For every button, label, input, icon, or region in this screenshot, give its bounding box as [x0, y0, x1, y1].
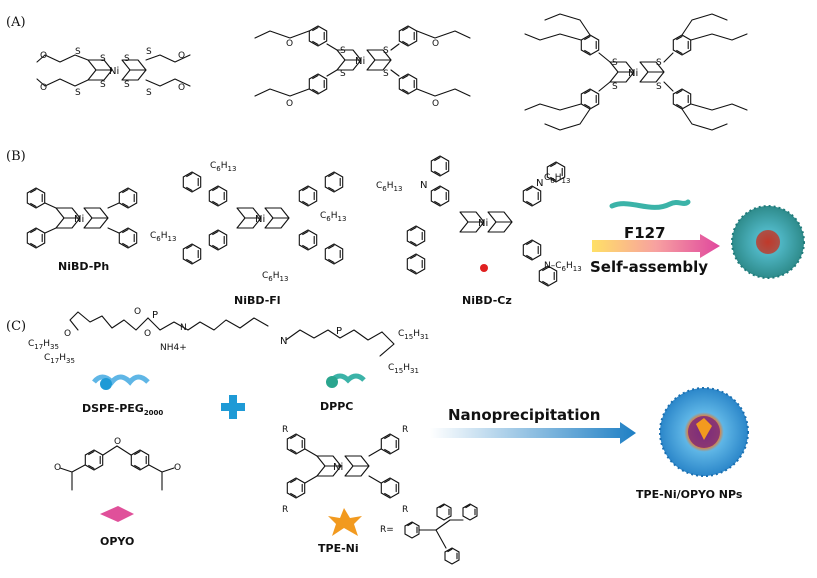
tpe-ni-opyo-nps: TPE-Ni/OPYO NPs: [636, 387, 749, 501]
nanoprecipitation-arrow: [430, 422, 636, 444]
tpe-ni-name: TPE-Ni: [318, 542, 359, 555]
atom-s: S: [75, 47, 81, 57]
atom-o: O: [174, 463, 181, 473]
compound-name-nibd-cz: NiBD-Cz: [462, 294, 512, 307]
self-assembly-arrow: [592, 234, 720, 258]
atom-ni: Ni: [109, 66, 119, 77]
atom-ni: Ni: [628, 68, 638, 79]
dspe-name: DSPE-PEG2000: [82, 402, 163, 417]
atom-s: S: [340, 46, 346, 56]
atom-ni: Ni: [74, 214, 84, 225]
atom-ni: Ni: [355, 56, 365, 67]
r-group-label: R: [282, 505, 288, 515]
dppc-icon: [330, 373, 366, 384]
atom-o: O: [144, 329, 151, 339]
f127-polymer-icon: [609, 199, 691, 210]
panel-b-label: (B): [6, 149, 26, 164]
atom-o: O: [432, 99, 439, 109]
compound-a3: Ni S S S S: [524, 13, 748, 131]
hexyl-label: C6H13: [262, 271, 288, 283]
compound-nibd-ph: Ni NiBD-Ph: [26, 187, 138, 273]
nanoprecipitation-label: Nanoprecipitation: [448, 406, 600, 424]
atom-n-plus: N: [280, 336, 287, 347]
compound-nibd-fl: Ni C6H13 C6H13 C6H13 C6H13 NiBD-Fl: [150, 161, 346, 307]
phosphorus-atom: P: [152, 310, 158, 321]
atom-n: N: [420, 180, 427, 191]
hexyl-label: C6H13: [150, 231, 176, 243]
atom-s: S: [146, 47, 152, 57]
compound-a1: Ni S S S S S S S S O O O O: [36, 47, 191, 98]
atom-s: S: [124, 80, 130, 90]
atom-s: S: [100, 54, 106, 64]
compound-tpe-ni: Ni R R R R TPE-Ni R=: [282, 425, 478, 565]
atom-o: O: [178, 51, 185, 61]
atom-n: N: [180, 323, 187, 333]
nps-name: TPE-Ni/OPYO NPs: [636, 488, 743, 501]
atom-o: O: [40, 83, 47, 93]
compound-nibd-cz: Ni N N C6H13 C6H13 N–C6H13 NiBD-Cz: [376, 155, 582, 307]
atom-o: O: [178, 83, 185, 93]
phosphorus-atom: P: [336, 326, 342, 337]
nh4-label: NH4+: [160, 343, 187, 353]
compound-dppc: N P C15H31 C15H31 DPPC: [280, 326, 429, 413]
self-assembly-process: F127 Self-assembly: [590, 199, 805, 279]
atom-o: O: [40, 51, 47, 61]
atom-s: S: [383, 69, 389, 79]
hexyl-label: C6H13: [210, 161, 236, 173]
dppc-name: DPPC: [320, 400, 353, 413]
atom-o: O: [64, 329, 71, 339]
atom-s: S: [124, 54, 130, 64]
atom-s: S: [383, 46, 389, 56]
tpe-ni-icon: [328, 508, 362, 536]
compound-name-nibd-fl: NiBD-Fl: [234, 294, 281, 307]
atom-ni: Ni: [478, 218, 488, 229]
panel-c-label: (C): [6, 319, 26, 334]
atom-o: O: [134, 307, 141, 317]
atom-o: O: [114, 437, 121, 447]
acyl-chain-label: C17H35: [44, 353, 75, 365]
opyo-icon: [100, 506, 134, 522]
atom-o: O: [286, 39, 293, 49]
atom-o: O: [286, 99, 293, 109]
atom-s: S: [656, 82, 662, 92]
red-dot-marker: [480, 264, 488, 272]
hexyl-label: C6H13: [376, 181, 402, 193]
atom-o: O: [432, 39, 439, 49]
compound-a2: Ni S S S S O O O O: [254, 25, 471, 109]
atom-s: S: [146, 88, 152, 98]
r-group-label: R: [402, 505, 408, 515]
atom-ni: Ni: [255, 214, 265, 225]
atom-ni: Ni: [333, 462, 343, 473]
plus-icon: [221, 395, 245, 419]
atom-o: O: [54, 463, 61, 473]
atom-s: S: [340, 69, 346, 79]
self-assembly-label: Self-assembly: [590, 258, 708, 276]
nanoprecipitation-process: Nanoprecipitation: [430, 406, 636, 444]
atom-s: S: [100, 80, 106, 90]
r-group-label: R: [402, 425, 408, 435]
hexyl-label: C6H13: [544, 173, 570, 185]
dspe-icon: [92, 374, 150, 386]
hexyl-label: N–C6H13: [544, 261, 582, 273]
r-definition-label: R=: [380, 525, 394, 535]
atom-s: S: [612, 82, 618, 92]
r-group-label: R: [282, 425, 288, 435]
acyl-chain-label: C15H31: [398, 329, 429, 341]
acyl-chain-label: C17H35: [28, 339, 59, 351]
compound-opyo: O O O OPYO: [54, 437, 181, 548]
hexyl-label: C6H13: [320, 211, 346, 223]
atom-n: N: [536, 178, 543, 189]
atom-s: S: [612, 58, 618, 68]
f127-label: F127: [624, 224, 666, 242]
panel-a-label: (A): [6, 15, 26, 30]
atom-s: S: [656, 58, 662, 68]
opyo-name: OPYO: [100, 535, 134, 548]
atom-s: S: [75, 88, 81, 98]
compound-name-nibd-ph: NiBD-Ph: [58, 260, 109, 273]
acyl-chain-label: C15H31: [388, 363, 419, 375]
